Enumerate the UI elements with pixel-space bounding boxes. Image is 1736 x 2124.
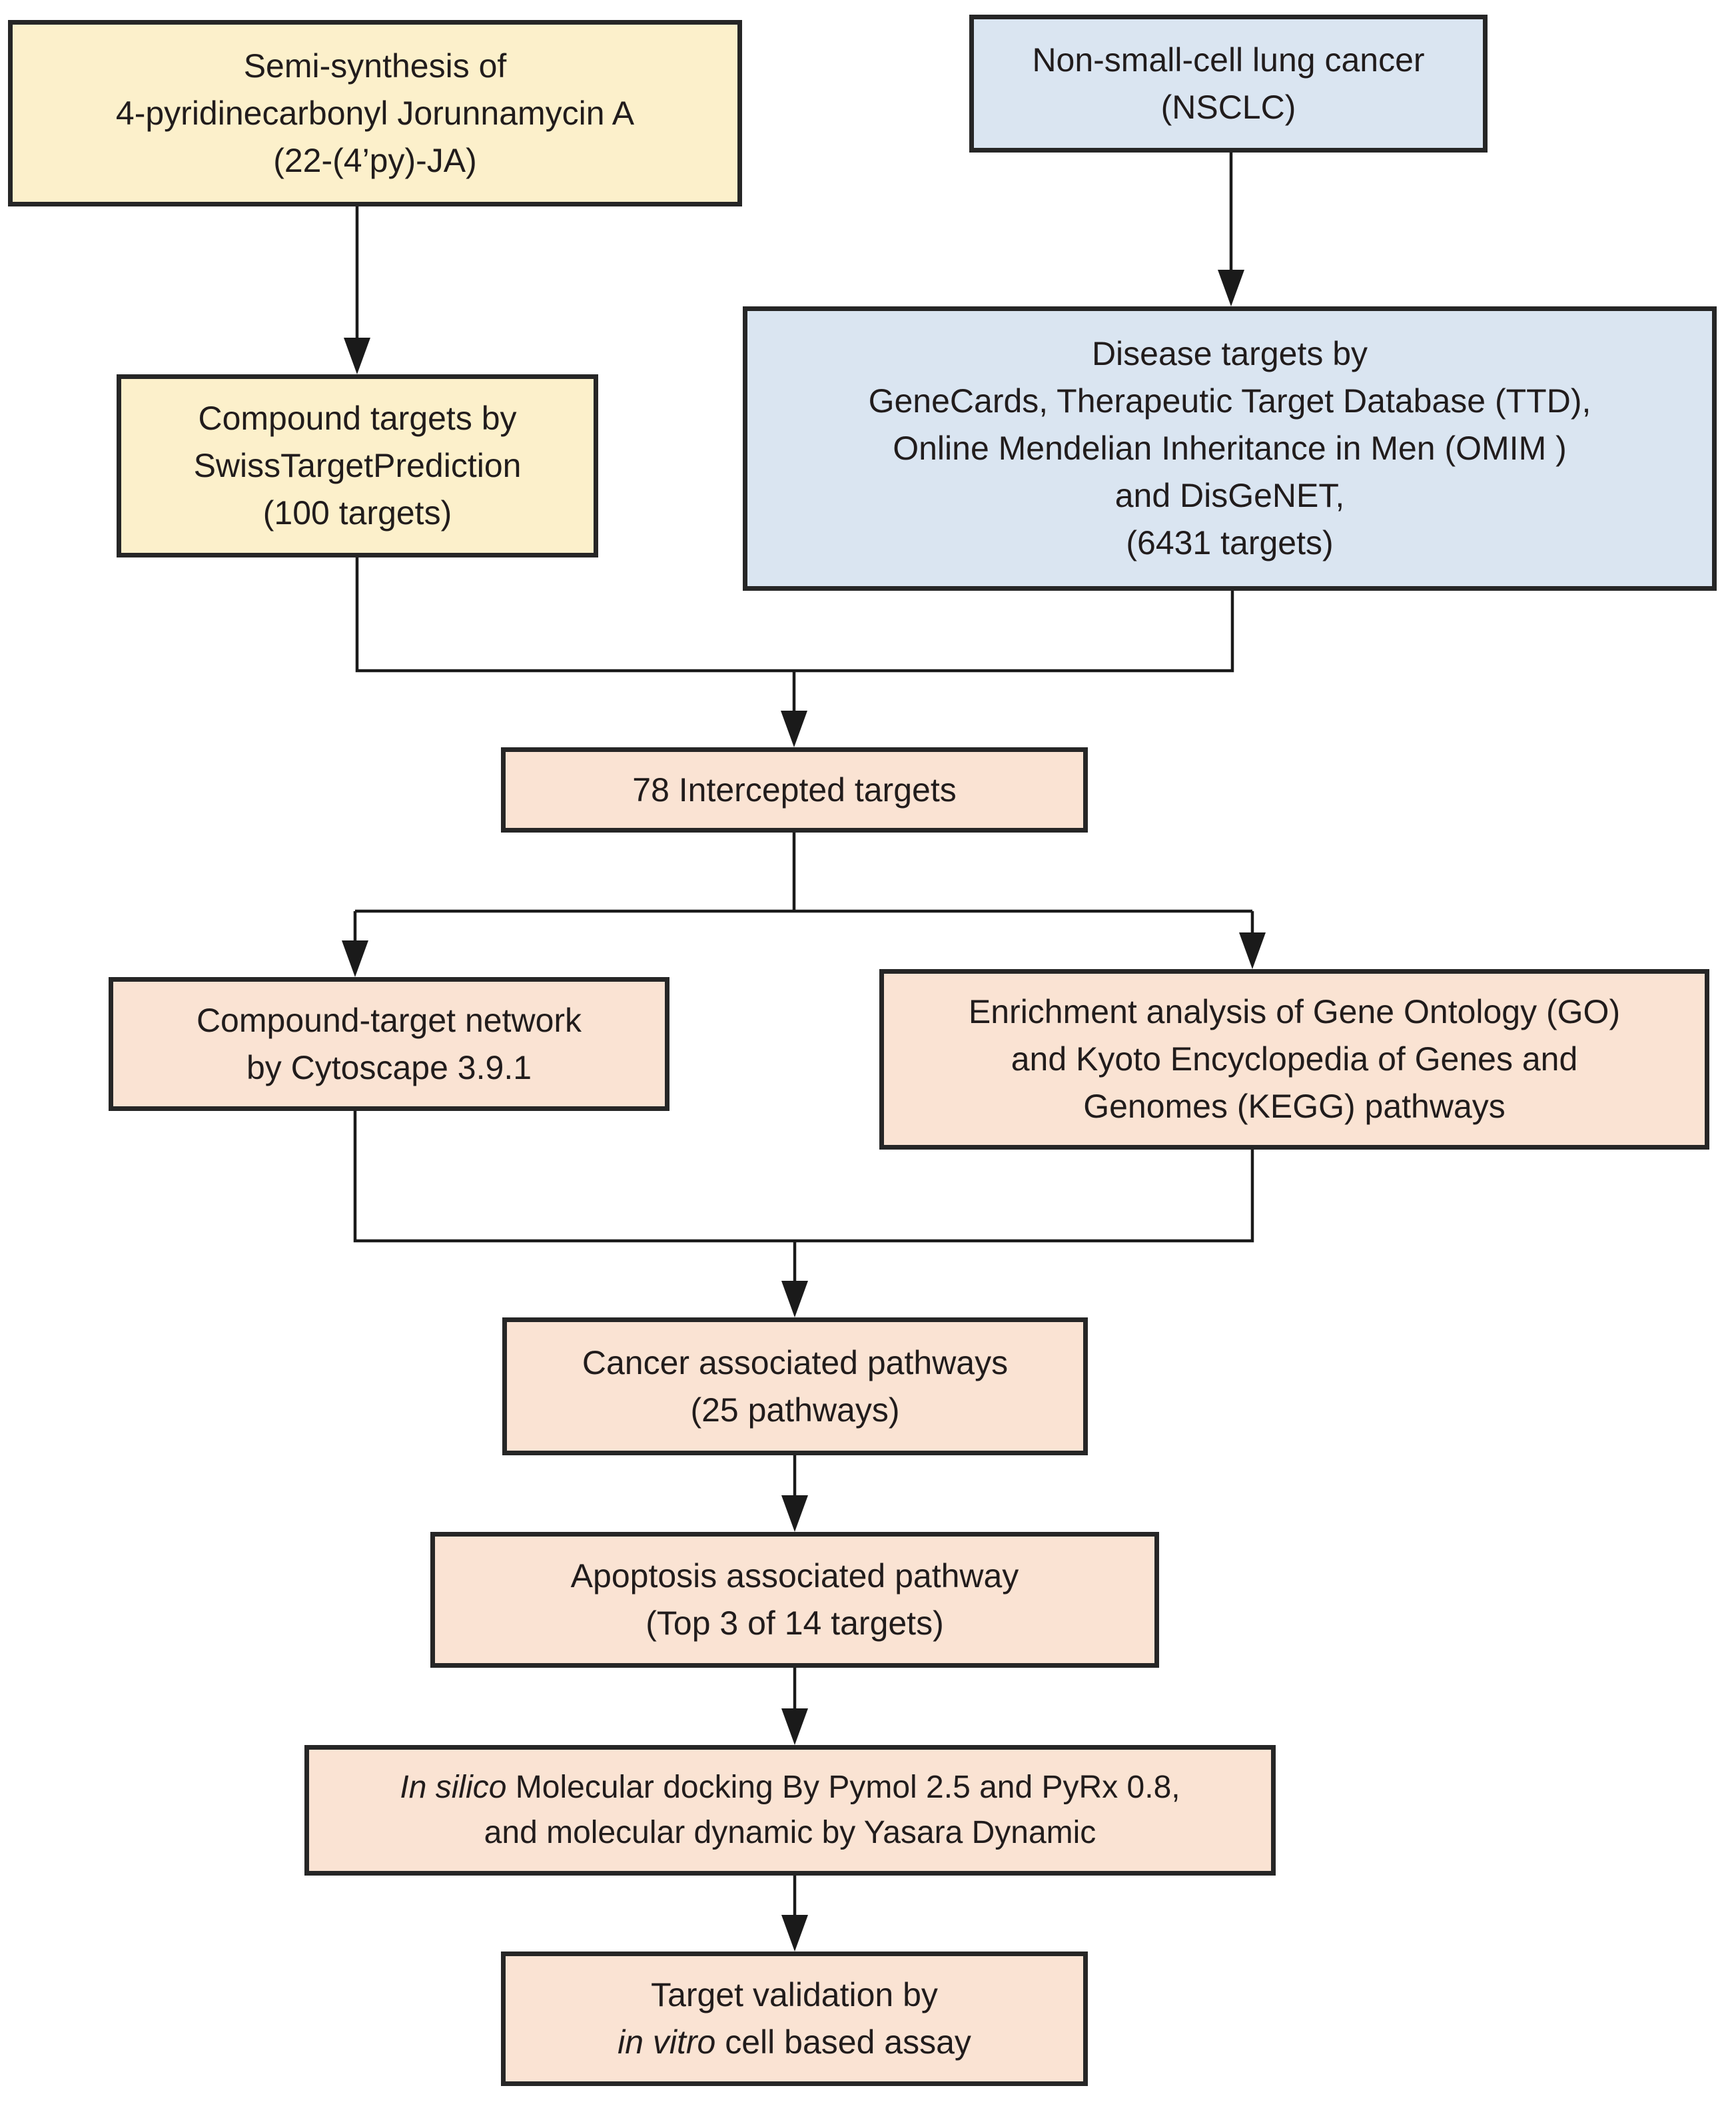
box-disease-targets: Disease targets by GeneCards, Therapeuti… [743,306,1717,591]
italic-text: In silico [400,1769,507,1805]
arrow-semisynthesis-to-compoundtargets [344,206,370,374]
box-compound-targets: Compound targets by SwissTargetPredictio… [117,374,598,557]
box-intercepted-targets: 78 Intercepted targets [501,747,1088,833]
arrow-cancerpathways-to-apoptosis [781,1455,808,1532]
text-line: (NSCLC) [1160,88,1296,126]
text-line: Cancer associated pathways [582,1343,1009,1381]
box-cancer-pathways: Cancer associated pathways (25 pathways) [502,1317,1088,1455]
box-apoptosis-pathway: Apoptosis associated pathway (Top 3 of 1… [430,1532,1159,1668]
text-line: (Top 3 of 14 targets) [646,1604,944,1642]
italic-text: in vitro [618,2023,716,2061]
text-line: by Cytoscape 3.9.1 [246,1048,532,1086]
box-compound-target-network: Compound-target network by Cytoscape 3.9… [109,977,669,1111]
box-target-validation: Target validation by in vitro cell based… [501,1951,1088,2086]
text-line: SwissTargetPrediction [193,447,522,484]
text-line: (100 targets) [262,494,452,531]
arrow-docking-to-validation [781,1876,808,1951]
connector-split-from-intercepted [342,833,1266,977]
text-line: Enrichment analysis of Gene Ontology (GO… [968,993,1621,1030]
text-line: (22-(4’py)-JA) [273,141,477,179]
text-line: Compound-target network [196,1001,582,1039]
text-line: 4-pyridinecarbonyl Jorunnamycin A [115,94,635,132]
text-line: (25 pathways) [690,1391,900,1429]
text-line: Disease targets by [1091,335,1368,372]
text-line: and Kyoto Encyclopedia of Genes and [1011,1040,1578,1078]
text-line: Non-small-cell lung cancer [1032,41,1425,79]
text-line: Genomes (KEGG) pathways [1083,1088,1506,1125]
text-segment: cell based assay [715,2023,971,2061]
text-line: In silico Molecular docking By Pymol 2.5… [400,1765,1180,1810]
text-line: and molecular dynamic by Yasara Dynamic [484,1815,1096,1850]
text-line: Target validation by [651,1976,938,2013]
text-segment: Molecular docking By Pymol 2.5 and PyRx … [506,1769,1180,1805]
connector-merge-to-cancerpathways [353,1111,1254,1317]
text-line: Apoptosis associated pathway [570,1557,1019,1594]
text-line: Online Mendelian Inheritance in Men (OMI… [893,430,1567,467]
text-line: Semi-synthesis of [243,47,507,85]
text-line: 78 Intercepted targets [632,771,957,809]
box-molecular-docking: In silico Molecular docking By Pymol 2.5… [304,1745,1276,1876]
text-line: Compound targets by [198,400,517,437]
arrow-nsclc-to-diseasetargets [1218,153,1244,306]
text-line: and DisGeNET, [1114,477,1345,514]
text-line: (6431 targets) [1126,524,1334,561]
text-line: in vitro cell based assay [618,2019,971,2066]
arrow-apoptosis-to-docking [781,1668,808,1745]
box-semi-synthesis: Semi-synthesis of 4-pyridinecarbonyl Jor… [8,20,742,206]
text-line: GeneCards, Therapeutic Target Database (… [868,382,1591,420]
connector-merge-to-intercepted [355,557,1234,747]
box-enrichment-analysis: Enrichment analysis of Gene Ontology (GO… [879,969,1709,1150]
box-nsclc: Non-small-cell lung cancer (NSCLC) [969,15,1488,153]
